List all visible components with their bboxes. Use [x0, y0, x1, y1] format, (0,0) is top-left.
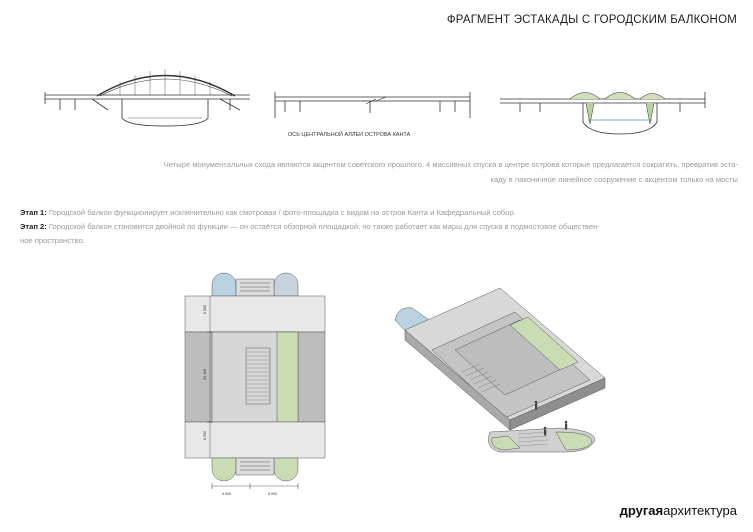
plan-round-blue [211, 272, 237, 297]
plan-dim-1: 4 500 [222, 492, 231, 496]
stage-2-label: Этап 2: [20, 222, 47, 231]
stage-2: Этап 2: Городской балкон становится двой… [20, 220, 710, 248]
section-axis-label: ОСЬ ЦЕНТРАЛЬНОЙ АЛЛЕИ ОСТРОВА КАНТА [288, 132, 411, 138]
plan-dim-v1: 6 500 [203, 305, 207, 314]
stage-1-label: Этап 1: [20, 208, 47, 217]
stage-1: Этап 1: Городской балкон функционирует и… [20, 206, 710, 220]
stage-1-text: Городской балкон функционирует исключите… [46, 208, 516, 217]
brand-part-2: архитектура [663, 503, 737, 518]
axonometric-view [394, 287, 606, 453]
section-balcony [500, 92, 706, 135]
plan-green-strip [276, 331, 299, 423]
section-bridge-arch [44, 69, 250, 127]
intro-line-2: каду в лаконичное линейное сооружение с … [490, 175, 738, 184]
stage-2-text: Городской балкон становится двойной по ф… [46, 222, 600, 231]
plan-dim-v2: 19 460 [203, 369, 207, 380]
axo-people [534, 400, 568, 436]
brand-part-1: другая [619, 503, 664, 518]
stage-2-text-cont: ное пространство. [20, 236, 85, 245]
section-overpass [274, 92, 471, 118]
brand-logo: другаяархитектура [620, 503, 737, 518]
intro-line-1: Четыре монументальных схода являются акц… [163, 160, 738, 169]
intro-paragraph: Четыре монументальных схода являются акц… [20, 157, 738, 187]
plan-view [184, 272, 326, 489]
plan-dim-v3: 6 500 [203, 431, 207, 440]
plan-dim-2: 6 900 [268, 492, 277, 496]
plan-round-green [211, 457, 237, 482]
page-title: ФРАГМЕНТ ЭСТАКАДЫ С ГОРОДСКИМ БАЛКОНОМ [446, 14, 737, 26]
